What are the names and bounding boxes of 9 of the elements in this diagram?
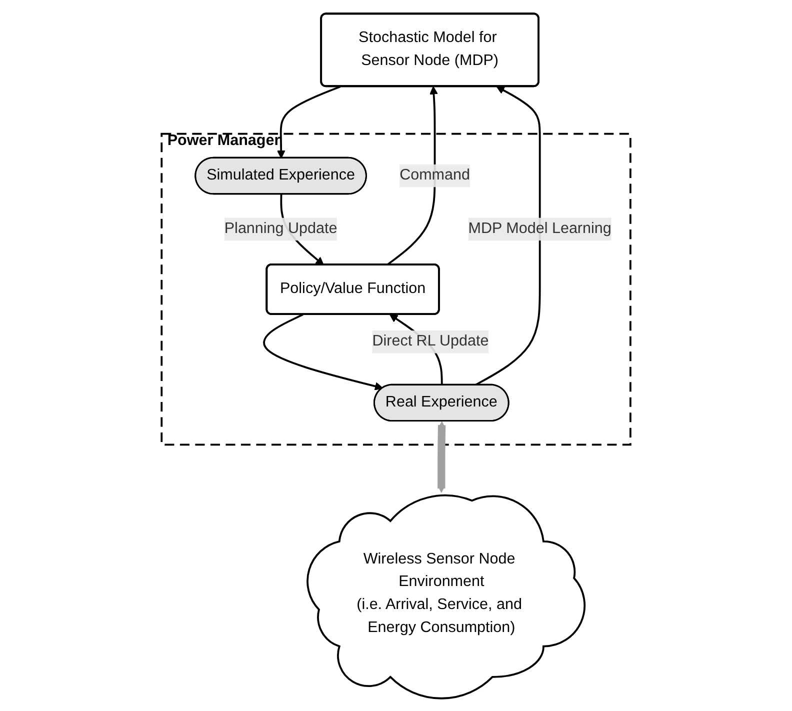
edge-label: Command — [400, 166, 470, 183]
arrow — [474, 86, 541, 386]
arrow — [386, 86, 438, 266]
arrow — [437, 420, 446, 492]
edge-label: Direct RL Update — [372, 332, 489, 350]
arrow — [276, 85, 341, 158]
edge-label: MDP Model Learning — [468, 220, 612, 236]
edge-label: Planning Update — [224, 220, 338, 236]
arrow — [263, 313, 384, 390]
